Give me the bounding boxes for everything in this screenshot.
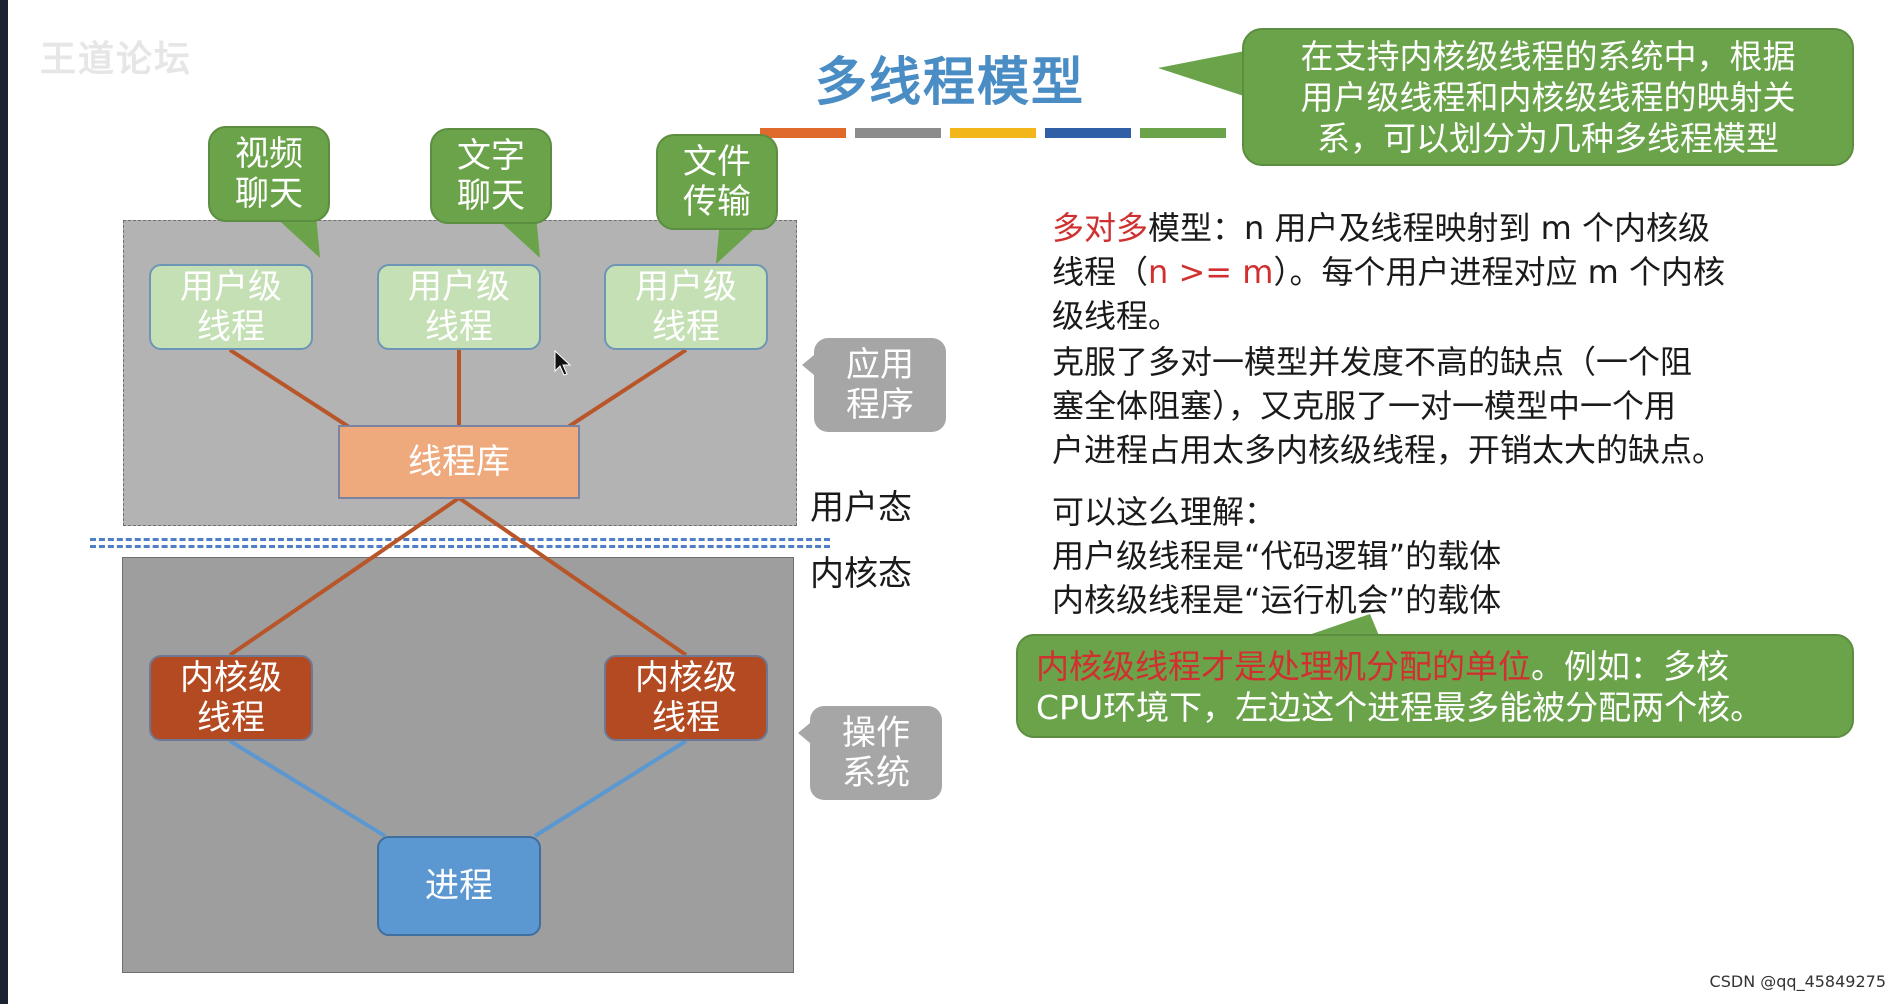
title-stripe-5	[1140, 128, 1226, 138]
desc-line1: 模型：n 用户及线程映射到 m 个内核级	[1148, 209, 1710, 247]
top-callout: 在支持内核级线程的系统中，根据 用户级线程和内核级线程的映射关 系，可以划分为几…	[1242, 28, 1854, 166]
title-stripe-4	[1045, 128, 1131, 138]
kernel-mode-label: 内核态	[810, 554, 912, 594]
title-stripe-1	[760, 128, 846, 138]
model-name: 多对多	[1052, 209, 1149, 247]
top-callout-pointer	[1158, 50, 1250, 98]
process-node: 进程	[377, 836, 541, 936]
user-kernel-divider	[90, 538, 830, 548]
user-thread-1: 用户级 线程	[149, 264, 313, 350]
cursor-icon	[554, 350, 572, 376]
app-bubble-video-chat: 视频 聊天	[208, 126, 330, 222]
bottom-callout: 内核级线程才是处理机分配的单位。例如：多核 CPU环境下，左边这个进程最多能被分…	[1016, 634, 1854, 738]
title-stripe-2	[855, 128, 941, 138]
desc-line3: 级线程。	[1052, 297, 1181, 335]
user-thread-2: 用户级 线程	[377, 264, 541, 350]
model-description: 多对多模型：n 用户及线程映射到 m 个内核级 线程（n >= m）。每个用户进…	[1052, 206, 1792, 338]
watermark: 王道论坛	[40, 39, 193, 80]
slide-title: 多线程模型	[814, 53, 1085, 113]
bubble-tail-3	[716, 220, 764, 264]
bubble-tail-1	[272, 214, 320, 258]
kernel-thread-1: 内核级 线程	[149, 655, 313, 741]
app-bubble-text-chat: 文字 聊天	[430, 128, 552, 224]
title-stripe-3	[950, 128, 1036, 138]
app-callout: 应用 程序	[814, 338, 946, 432]
kernel-thread-2: 内核级 线程	[604, 655, 768, 741]
understanding-text: 可以这么理解： 用户级线程是“代码逻辑”的载体 内核级线程是“运行机会”的载体	[1052, 493, 1502, 619]
bottom-callout-rest: 。例如：多核 CPU环境下，左边这个进程最多能被分配两个核。	[1036, 647, 1764, 727]
thread-library: 线程库	[338, 425, 580, 499]
advantages-text: 克服了多对一模型并发度不高的缺点（一个阻 塞全体阻塞），又克服了一对一模型中一个…	[1052, 343, 1725, 469]
bottom-callout-highlight: 内核级线程才是处理机分配的单位	[1036, 647, 1531, 686]
bubble-tail-2	[492, 214, 540, 258]
bottom-callout-pointer	[1300, 614, 1380, 638]
desc-line2-start: 线程（	[1052, 253, 1149, 291]
os-callout: 操作 系统	[810, 706, 942, 800]
app-bubble-file-transfer: 文件 传输	[656, 134, 778, 230]
credit-text: CSDN @qq_45849275	[1709, 972, 1886, 991]
desc-line2-end: ）。每个用户进程对应 m 个内核	[1273, 253, 1725, 291]
desc-condition: n >= m	[1148, 253, 1274, 291]
user-mode-label: 用户态	[810, 488, 912, 528]
user-thread-3: 用户级 线程	[604, 264, 768, 350]
window-edge	[0, 0, 8, 1004]
